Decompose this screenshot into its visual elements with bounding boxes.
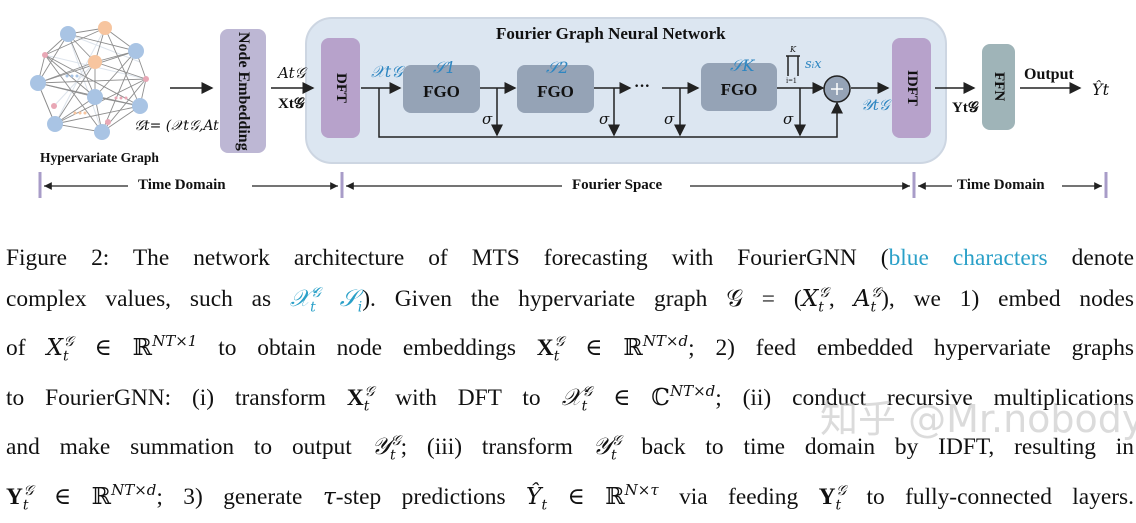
- dft-output-symbol: 𝒳t𝒢: [371, 62, 403, 81]
- domain-ticks: [38, 172, 1108, 198]
- fgnn-title: Fourier Graph Neural Network: [496, 24, 726, 43]
- caption-line-5: and make summation to output 𝒴t𝒢; (iii) …: [6, 432, 1134, 464]
- ffn-block: FFN: [982, 44, 1015, 130]
- ellipsis: ···: [634, 78, 651, 95]
- caption-line-4: to FourierGNN: (i) transform Xt𝒢 with DF…: [6, 382, 1134, 415]
- fgo-block-k: FGO: [701, 63, 777, 111]
- caption-line-6: Yt𝒢 ∈ ℝNT×d; 3) generate τ-step predicti…: [6, 481, 1135, 514]
- node-embedding-label: Node Embedding: [235, 31, 252, 151]
- dft-label: DFT: [333, 73, 349, 103]
- fgo-block-1: FGO: [403, 65, 480, 113]
- product-upper-limit: K: [790, 45, 796, 54]
- sum-output-symbol: 𝒴t𝒢: [861, 96, 890, 114]
- caption-line-2: complex values, such as 𝒳t𝒢 𝒮i). Given t…: [6, 283, 1134, 315]
- fgo-weight-k: 𝒮K: [730, 56, 755, 75]
- node-embedding-block: Node Embedding: [220, 29, 266, 153]
- caption-line-1: Figure 2: The network architecture of MT…: [6, 245, 1135, 271]
- product-lower-limit: i=1: [786, 76, 797, 85]
- sigma-4: σ: [783, 110, 794, 128]
- graph-formula: 𝒢t= (𝒳t𝒢,At𝒢): [134, 118, 235, 134]
- fgo-label: FGO: [537, 82, 574, 101]
- architecture-figure: 𝒢t= (𝒳t𝒢,At𝒢) Hypervariate Graph Node Em…: [0, 0, 1136, 215]
- idft-output-symbol: Yt𝒢: [952, 100, 979, 116]
- fgo-label: FGO: [423, 82, 460, 101]
- embedding-output-a: At𝒢: [278, 64, 306, 82]
- embedding-output-x: Xt𝒢: [278, 96, 305, 112]
- ffn-label: FFN: [991, 72, 1007, 102]
- output-label: Output: [1024, 66, 1074, 83]
- product-symbol-icon: [786, 55, 800, 76]
- fgo-block-2: FGO: [517, 65, 594, 113]
- figure-caption: Figure 2: The network architecture of MT…: [6, 241, 1134, 523]
- domain-label-time-right: Time Domain: [957, 177, 1045, 193]
- hypervariate-graph-icon: [30, 21, 149, 140]
- sigma-2: σ: [599, 110, 610, 128]
- idft-label: IDFT: [904, 70, 920, 106]
- output-symbol: Ŷt: [1092, 80, 1109, 99]
- sigma-1: σ: [482, 110, 493, 128]
- figure-diagram-svg: [30, 17, 1108, 198]
- sigma-3: σ: [664, 110, 675, 128]
- blue-characters-highlight: blue characters: [888, 245, 1048, 271]
- caption-line-3: of Xt𝒢 ∈ ℝNT×1 to obtain node embeddings…: [6, 332, 1134, 365]
- fgo-weight-1: 𝒮1: [433, 58, 456, 77]
- hypervariate-graph-label: Hypervariate Graph: [40, 150, 159, 165]
- product-term: sᵢx: [805, 57, 822, 72]
- domain-label-fourier: Fourier Space: [572, 177, 663, 193]
- fgo-label: FGO: [720, 80, 758, 99]
- dft-block: DFT: [321, 38, 360, 138]
- domain-label-time-left: Time Domain: [138, 177, 226, 193]
- fgo-weight-2: 𝒮2: [546, 58, 569, 77]
- idft-block: IDFT: [892, 38, 931, 138]
